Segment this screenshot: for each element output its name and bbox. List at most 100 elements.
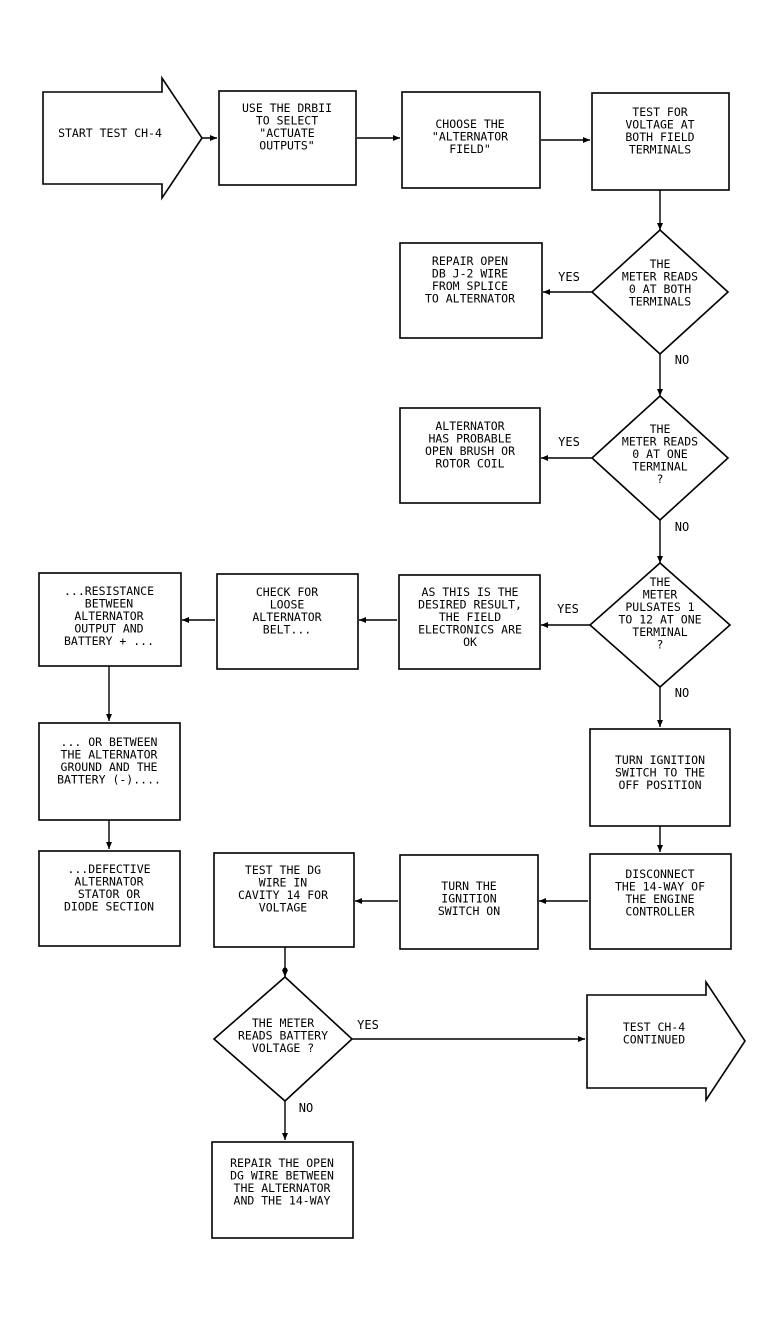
node-text-line: ...RESISTANCE [64,584,154,598]
check-belt-box [216,573,359,670]
node-text-line: IGNITION [441,892,496,906]
node-text-line: GROUND AND THE [61,760,158,774]
node-text-line: OUTPUT AND [74,622,143,636]
node-text-line: VOLTAGE [259,901,308,915]
node-text-line: DESIRED RESULT, [418,598,522,612]
start-arrow-shape [42,75,203,201]
test-dg-wire-box [213,852,355,948]
node-text-line: THE [650,422,671,436]
node-text-line: TURN IGNITION [615,753,705,767]
repair-dg-box [211,1141,354,1239]
connectors [106,135,663,1140]
node-text-line: AS THIS IS THE [422,585,519,599]
node-text-line: ? [657,472,664,486]
q2-no-label: NO [675,520,689,534]
node-text-line: 0 AT ONE [632,447,687,461]
q-zero-one-diamond [590,394,730,522]
defective-stator-box [38,850,181,947]
node-text-line: SWITCH ON [438,904,500,918]
turn-ignition-off-box [589,728,731,827]
use-drbii-box [218,90,357,186]
q-battery-voltage-diamond [212,975,354,1103]
node-text-line: VOLTAGE AT [625,118,694,132]
node-text-line: THE ALTERNATOR [61,748,158,762]
alt-brush-box [399,407,541,504]
node-text-line: THE FIELD [439,610,501,624]
node-text-line: LOOSE [270,598,305,612]
node-text-line: CAVITY 14 FOR [238,888,328,902]
start-label: START TEST CH-4 [58,126,162,140]
node-text-line: DISCONNECT [625,867,694,881]
node-text-line: REPAIR THE OPEN [230,1156,334,1170]
node-text-line: TO 12 AT ONE [618,613,701,627]
node-text-line: SWITCH TO THE [615,766,705,780]
q4-no-label: NO [299,1101,313,1115]
node-text-line: ...DEFECTIVE [67,862,150,876]
node-text-line: BOTH FIELD [625,130,694,144]
q3-no-label: NO [675,686,689,700]
node-text-line: FROM SPLICE [432,279,508,293]
node-text-line: CHECK FOR [256,585,318,599]
continued-arrow-shape [586,979,746,1103]
node-text-line: START TEST CH-4 [58,126,162,140]
repair-db-j2-box [399,242,543,339]
resistance-box [38,572,182,667]
node-text-line: ... OR BETWEEN [61,735,158,749]
node-text-line: AND THE 14-WAY [234,1194,331,1208]
node-text-line: HAS PROBABLE [428,432,511,446]
node-text-line: REPAIR OPEN [432,254,508,268]
node-text-line: DIODE SECTION [64,900,154,914]
node-text-line: TEST THE DG [245,863,321,877]
node-text-line: TERMINALS [629,295,691,309]
node-text-line: WIRE IN [259,876,308,890]
q2-yes-label: YES [558,435,580,449]
q-zero-both-diamond [590,228,730,356]
node-text-line: READS BATTERY [238,1029,328,1043]
node-text-line: OFF POSITION [618,778,701,792]
node-text-line: TURN THE [441,879,496,893]
node-text-line: TO SELECT [256,114,318,128]
node-text-line: FIELD" [449,142,491,156]
node-text-line: "ACTUATE [259,126,314,140]
node-text-line: ALTERNATOR [74,875,143,889]
q-pulsates-diamond [588,561,732,689]
node-text-line: DB J-2 WIRE [432,267,508,281]
or-between-box [38,722,181,821]
branch-labels: YES NO YES NO YES NO YES NO [299,270,689,1115]
q1-yes-label: YES [558,270,580,284]
node-text-line: METER [643,588,678,602]
q3-yes-label: YES [557,602,579,616]
node-text-line: THE [650,575,671,589]
node-text-line: DG WIRE BETWEEN [230,1169,334,1183]
node-text-line: TEST CH-4 [623,1020,685,1034]
node-text-line: VOLTAGE ? [252,1041,314,1055]
node-text-line: OK [463,635,477,649]
node-text-line: TERMINAL [632,460,687,474]
node-text-line: BETWEEN [85,597,134,611]
disconnect-14way-box [589,853,732,950]
node-text-line: THE 14-WAY OF [615,880,705,894]
q1-no-label: NO [675,353,689,367]
node-text-line: BATTERY + ... [64,634,154,648]
node-text-line: BELT... [263,623,311,637]
node-text-line: PULSATES 1 [625,600,694,614]
turn-ignition-on-box [399,854,539,950]
node-text-line: METER READS [622,270,698,284]
